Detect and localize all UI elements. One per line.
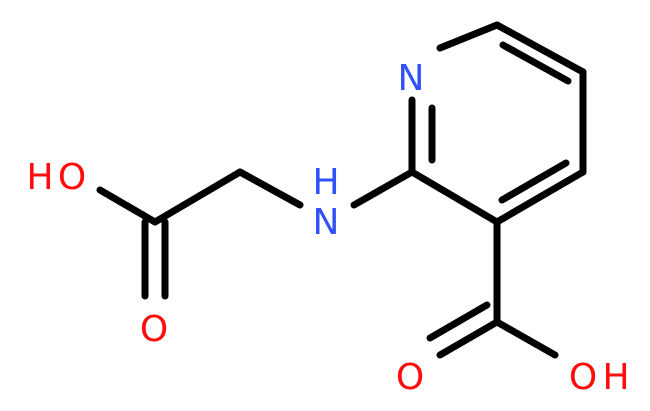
bond-c2-nh <box>350 168 416 209</box>
pyridine-ring <box>408 21 587 226</box>
ring-acid-hydroxyl-oxygen-label: O <box>569 357 597 398</box>
bond-c3-c2 <box>408 168 501 226</box>
bond-cooh-carbonyl-inner <box>426 301 491 342</box>
ring-carboxylic-acid <box>426 218 559 359</box>
bond-c6-c5-inner <box>499 41 572 85</box>
bond-c6-c5 <box>493 21 587 76</box>
amine-hydrogen-label: H <box>312 162 339 203</box>
bond-c4-c3-inner <box>498 159 570 204</box>
bond-nh-ch2 <box>236 168 304 209</box>
glycine-carboxylic-acid <box>96 168 244 300</box>
ring-nitrogen-label: N <box>398 58 425 99</box>
bond-cooh-carbonyl-outer <box>436 318 501 359</box>
amine-link <box>236 168 416 209</box>
bond-cooh-oh-glycine <box>96 186 159 226</box>
bond-n-c6 <box>436 21 501 52</box>
glycine-hydroxyl-hydrogen-label: H <box>26 157 53 198</box>
glycine-carbonyl-oxygen-label: O <box>140 309 168 350</box>
bond-cooh-oh <box>493 318 559 359</box>
glycine-hydroxyl-oxygen-label: O <box>58 157 86 198</box>
ring-acid-carbonyl-oxygen-label: O <box>396 357 424 398</box>
ring-acid-hydroxyl-hydrogen-label: H <box>602 357 629 398</box>
bond-c4-c3 <box>493 168 587 226</box>
bond-ch2-cooh <box>151 168 244 226</box>
amine-nitrogen-label: N <box>313 202 340 243</box>
